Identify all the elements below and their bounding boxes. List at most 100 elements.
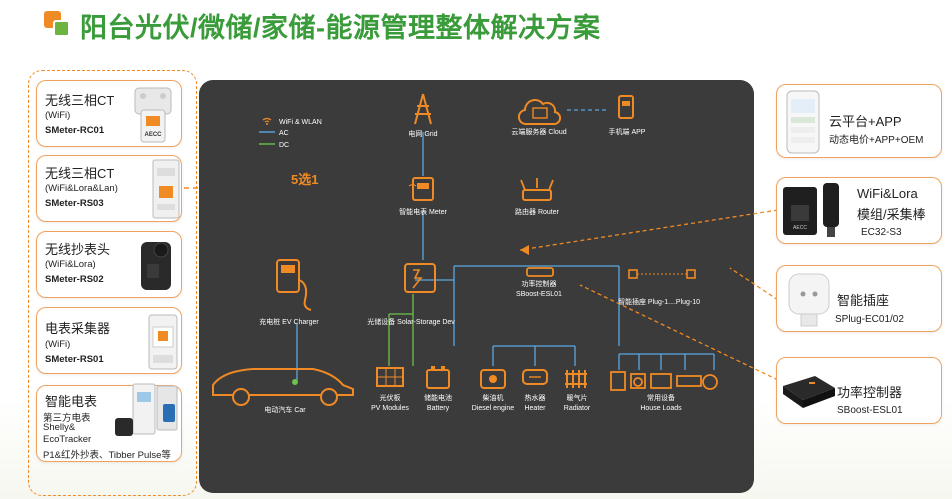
meter-label: 智能电表 Meter — [399, 207, 448, 216]
solar-storage-icon — [404, 263, 436, 293]
device-name: 智能电表 — [45, 394, 98, 409]
module-model: EC32-S3 — [861, 227, 902, 238]
right-connectors — [520, 209, 779, 381]
charger-label: 充电桩 EV Charger — [259, 317, 319, 326]
device-comm: (WiFi) — [45, 339, 71, 350]
pv-label-en: PV Modules — [371, 405, 409, 412]
dc-wiring — [388, 294, 414, 366]
device-model: SMeter-RS01 — [45, 354, 104, 365]
cloud-platform-title: 云平台+APP — [829, 114, 902, 129]
wifi-lora-module-card[interactable]: AECC WiFi&Lora 模组/采集棒 EC32-S3 — [776, 177, 942, 244]
radiator-node: 暖气片 Radiator — [564, 370, 591, 412]
ev-charger-icon — [276, 259, 300, 293]
controller-label-model: SBoost-ESL01 — [516, 291, 562, 298]
app-label: 手机端 APP — [609, 127, 646, 136]
device-name: 无线三相CT — [45, 93, 115, 108]
system-diagram: WiFi & WLAN AC DC 5选1 — [212, 93, 718, 414]
meter-reader-head-icon — [141, 242, 171, 290]
device-card-smeter-rc01[interactable]: 无线三相CT (WiFi) SMeter-RC01 AECC — [36, 80, 182, 147]
din-meter-icon — [152, 159, 180, 219]
power-controller-box-icon — [783, 376, 835, 408]
battery-icon — [426, 369, 450, 389]
cloud-platform-card[interactable]: 云平台+APP 动态电价+APP+OEM — [776, 84, 942, 158]
loads-label-en: House Loads — [640, 405, 682, 412]
heater-node: 热水器 Heater — [522, 369, 548, 412]
house-loads-node: 常用设备 House Loads — [610, 371, 718, 412]
controller-label-cn: 功率控制器 — [522, 279, 557, 288]
pv-label-cn: 光伏板 — [380, 393, 401, 402]
plug-10-icon — [686, 269, 696, 279]
battery-label-en: Battery — [427, 405, 450, 412]
legend: WiFi & WLAN AC DC — [259, 117, 322, 149]
cloud-platform-desc: 动态电价+APP+OEM — [829, 135, 924, 146]
power-controller-node: 功率控制器 SBoost-ESL01 — [516, 267, 562, 298]
smart-plug-icon — [788, 273, 830, 327]
device-name: 无线三相CT — [45, 166, 115, 181]
ac-wiring — [296, 132, 715, 380]
device-model: SMeter-RC01 — [45, 125, 105, 136]
grid-node: 电网 Grid — [408, 93, 438, 138]
device-name: 电表采集器 — [45, 321, 111, 336]
power-controller-title: 功率控制器 — [837, 385, 903, 400]
cloud-node: 云端服务器 Cloud — [511, 99, 567, 136]
device-name: 无线抄表头 — [45, 242, 111, 257]
third-party-meter-label: 第三方电表 — [43, 413, 91, 424]
battery-label-cn: 储能电池 — [424, 393, 452, 402]
engine-icon — [480, 369, 506, 389]
power-tower-icon — [414, 93, 432, 125]
radiator-icon — [565, 370, 587, 388]
device-comm: (WiFi&Lora&Lan) — [45, 183, 118, 194]
router-label: 路由器 Router — [515, 207, 560, 216]
smart-meters-icon — [115, 383, 178, 436]
water-heater-icon — [522, 369, 548, 385]
power-controller-model: SBoost-ESL01 — [837, 405, 903, 416]
svg-text:AECC: AECC — [793, 225, 807, 231]
smart-plug-card[interactable]: 智能插座 SPlug-EC01/02 — [776, 265, 942, 332]
grid-label: 电网 Grid — [408, 129, 437, 138]
router-node: 路由器 Router — [515, 178, 560, 216]
module-title-2: 模组/采集棒 — [857, 207, 926, 222]
device-card-smeter-rs02[interactable]: 无线抄表头 (WiFi&Lora) SMeter-RS02 — [36, 231, 182, 298]
phone-icon — [618, 95, 634, 119]
car-label: 电动汽车 Car — [264, 405, 306, 414]
storage-node: 光储设备 Solar-Storage Dev — [367, 263, 455, 326]
module-stick-icon: AECC — [783, 183, 839, 237]
device-comm: (WiFi&Lora) — [45, 259, 96, 270]
legend-ac-label: AC — [279, 130, 289, 137]
page-title: 阳台光伏/微储/家储-能源管理整体解决方案 — [80, 13, 601, 43]
meter-node: 智能电表 Meter — [399, 177, 448, 216]
shelly-label: Shelly& — [43, 422, 76, 433]
pv-node: 光伏板 PV Modules — [371, 367, 409, 412]
power-controller-card[interactable]: 功率控制器 SBoost-ESL01 — [776, 357, 942, 424]
battery-node: 储能电池 Battery — [424, 366, 452, 412]
device-card-smeter-rs03[interactable]: 无线三相CT (WiFi&Lora&Lan) SMeter-RS03 — [36, 155, 182, 222]
cloud-label: 云端服务器 Cloud — [511, 127, 566, 136]
heater-label-cn: 热水器 — [525, 393, 546, 402]
diesel-label-en: Diesel engine — [472, 405, 515, 412]
p1-tibber-label: P1&红外抄表、Tibber Pulse等 — [43, 450, 171, 461]
meter-options-group — [28, 70, 197, 496]
controller-icon — [526, 267, 554, 277]
smart-meter-icon — [412, 177, 434, 201]
car-node: 电动汽车 Car — [212, 368, 354, 414]
wifi-legend-icon — [262, 117, 272, 125]
device-model: SMeter-RS02 — [45, 274, 104, 285]
plugs-node: 智能插座 Plug-1....Plug-10 — [618, 269, 700, 306]
router-icon — [520, 178, 554, 191]
brand-logo: AECC — [144, 132, 162, 138]
radiator-label-cn: 暖气片 — [567, 393, 588, 402]
car-icon — [212, 368, 354, 396]
device-card-smeter-rs01[interactable]: 电表采集器 (WiFi) SMeter-RS01 — [36, 307, 182, 374]
legend-wifi-label: WiFi & WLAN — [279, 119, 322, 126]
device-card-smart-meter[interactable]: 智能电表 第三方电表 Shelly& EcoTracker P1&红外抄表、Ti… — [36, 383, 182, 462]
storage-label: 光储设备 Solar-Storage Dev — [367, 317, 455, 326]
loads-label-cn: 常用设备 — [647, 393, 675, 402]
smart-plug-title: 智能插座 — [837, 293, 890, 308]
cloud-icon — [517, 99, 562, 126]
device-comm: (WiFi) — [45, 110, 71, 121]
title-logo-icon — [44, 11, 72, 39]
ev-charger-node: 充电桩 EV Charger — [259, 259, 319, 326]
app-screenshot-icon — [786, 90, 820, 154]
diesel-node: 柴油机 Diesel engine — [472, 369, 515, 412]
